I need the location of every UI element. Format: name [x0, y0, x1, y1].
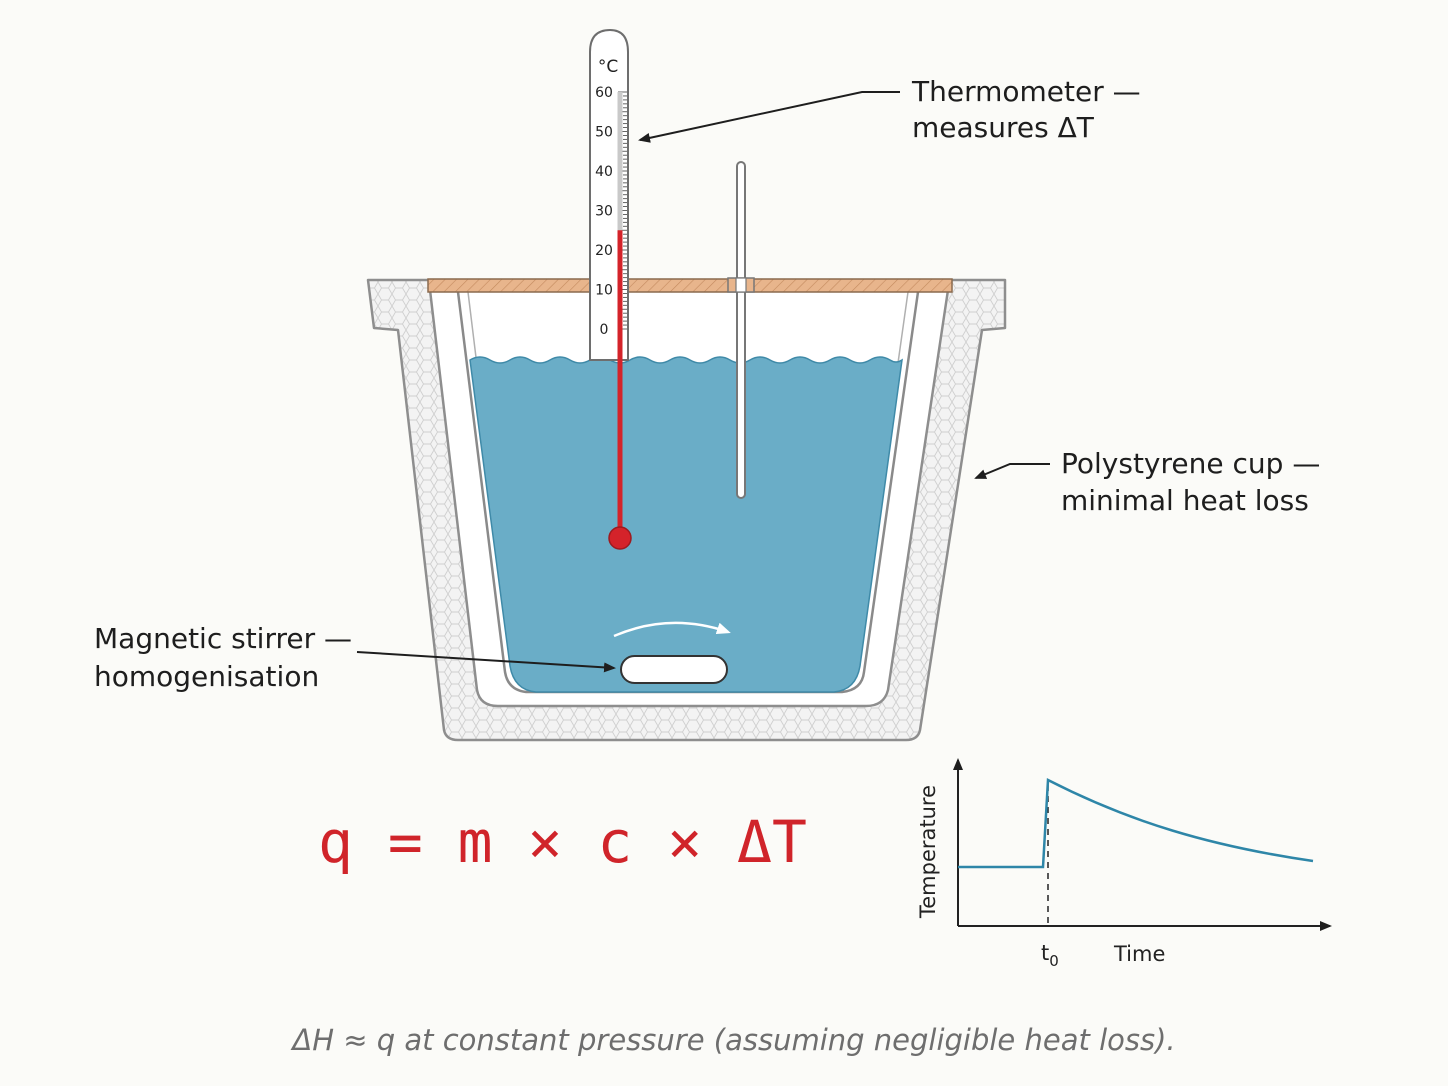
magnetic-stirrer	[613, 621, 731, 684]
y-axis-label: Temperature	[916, 785, 940, 919]
thermometer-scale-label: 20	[595, 243, 613, 259]
t0-label: t0	[1041, 941, 1059, 970]
cup-leader	[974, 463, 1050, 479]
temperature-graph: Temperature Time t0	[916, 758, 1332, 970]
thermometer-scale-label: 0	[600, 322, 609, 338]
water	[469, 356, 903, 693]
x-axis-label: Time	[1113, 942, 1165, 966]
thermometer-label: Thermometer —	[911, 75, 1141, 108]
stirring-rod	[727, 161, 755, 499]
stirrer-bar	[620, 655, 728, 684]
thermometer-leader	[638, 91, 900, 143]
lid	[427, 278, 953, 293]
stirrer-label: Magnetic stirrer —	[94, 622, 352, 655]
thermometer-scale-label: 50	[595, 125, 613, 141]
thermometer-scale-label: 30	[595, 204, 613, 220]
thermometer-scale-label: 60	[595, 85, 613, 101]
thermometer-bulb	[608, 526, 632, 550]
stirrer-label-2: homogenisation	[94, 660, 319, 693]
caption: ΔH ≈ q at constant pressure (assuming ne…	[290, 1023, 1175, 1057]
stirrer-leader	[356, 651, 616, 673]
thermometer-scale-labels: 60 50 40 30 20 10 0	[595, 85, 613, 338]
thermometer: °C 60 50 40 30 20 10 0	[589, 28, 632, 550]
heat-formula: q = m × c × ΔT	[318, 808, 807, 876]
cup-label-2: minimal heat loss	[1061, 484, 1309, 517]
thermometer-unit: °C	[598, 57, 618, 77]
cup-label: Polystyrene cup —	[1061, 447, 1320, 480]
thermometer-scale-label: 40	[595, 164, 613, 180]
temperature-curve	[958, 778, 1314, 869]
thermometer-label-2: measures ΔT	[912, 111, 1095, 144]
thermometer-scale-label: 10	[595, 283, 613, 299]
rotation-arrow	[613, 621, 731, 638]
